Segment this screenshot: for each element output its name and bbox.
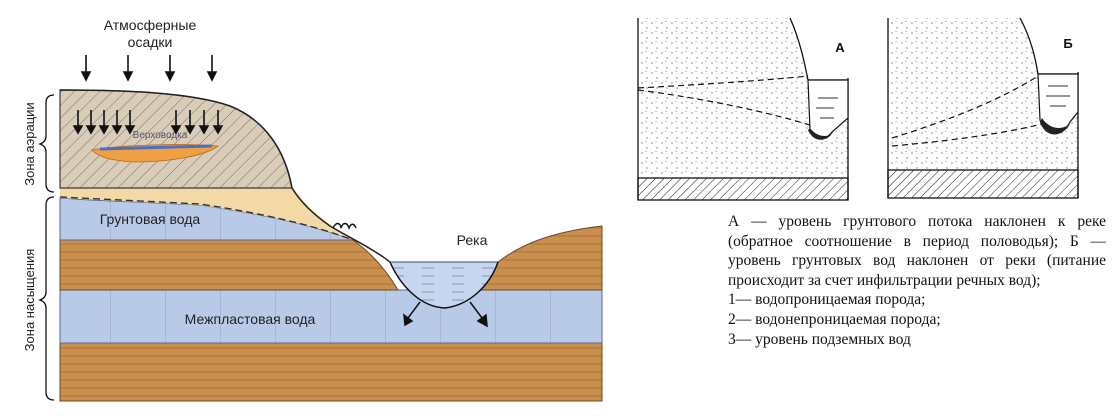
panel-a-impermeable: [637, 177, 849, 201]
panel-b-level-1: [891, 75, 1039, 139]
figure-caption: А — уровень грунтового потока наклонен к…: [728, 212, 1106, 349]
panel-b-sand: [888, 18, 1078, 170]
groundwater-zones-diagram: Верховодка Река Грунтовая вода Межпласто…: [22, 17, 603, 402]
panel-a-level-2: [637, 75, 809, 89]
aeration-zone-label: Зона аэрации: [22, 102, 37, 185]
saturation-zone-label: Зона насыщения: [22, 249, 37, 352]
panel-a-level-1: [637, 89, 811, 126]
interstratal-water-label: Межпластовая вода: [185, 311, 316, 327]
legend-item-1: 1— водопроницаемая порода;: [728, 291, 926, 309]
panel-a: А: [637, 17, 849, 201]
water-table-line: [59, 196, 354, 241]
panel-b-impermeable: [887, 169, 1079, 199]
groundwater-label: Грунтовая вода: [100, 211, 201, 227]
panel-a-label: А: [835, 40, 845, 55]
legend-item-3: 3— уровень подземных вод: [728, 330, 911, 348]
perched-water-label: Верховодка: [133, 130, 188, 141]
precipitation-label-line2: осадки: [128, 34, 173, 50]
aeration-zone-brace: [37, 94, 55, 193]
spring-outflow: [332, 222, 357, 231]
precipitation-label-line1: Атмосферные: [104, 17, 197, 33]
panel-b-label: Б: [1063, 36, 1072, 51]
bottom-clay-layer: [59, 342, 603, 402]
perched-water-surface: [99, 144, 213, 151]
panel-a-sand: [638, 18, 848, 178]
caption-description: А — уровень грунтового потока наклонен к…: [728, 213, 1106, 289]
legend-item-2: 2— водонепроницаемая порода;: [728, 310, 941, 328]
ground-surface-line: [59, 89, 391, 263]
river-seepage-arrows: [403, 301, 488, 328]
river-label: Река: [457, 232, 488, 248]
right-clay-bank: [477, 225, 603, 291]
infiltration-arrows: [72, 110, 224, 135]
panel-b: Б: [887, 17, 1079, 199]
interstratal-water-layer: [59, 289, 603, 344]
panel-b-level-2: [891, 123, 1043, 147]
sand-layer: [60, 188, 353, 240]
river-bed-line: [389, 261, 499, 309]
river-groundwater-panels: А Б: [637, 17, 1079, 201]
precipitation-arrows: [80, 55, 218, 82]
saturation-zone-brace: [37, 196, 55, 401]
middle-clay-layer: [59, 239, 399, 291]
